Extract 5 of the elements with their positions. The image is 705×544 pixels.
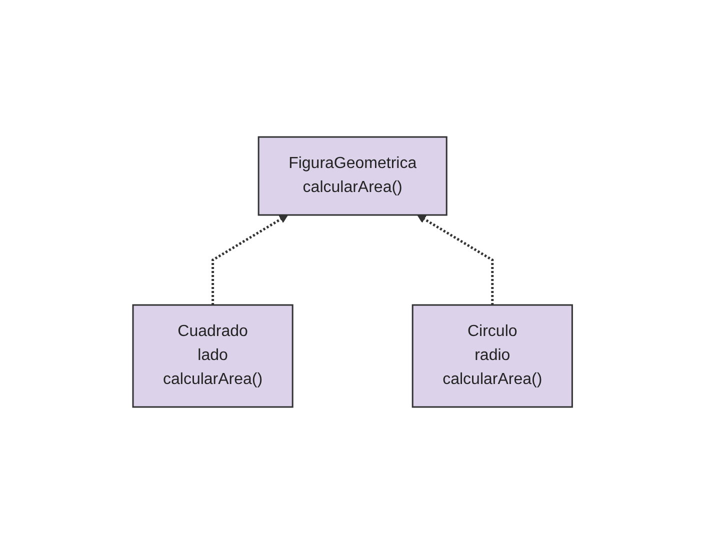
- node-box: FiguraGeometrica calcularArea(): [258, 136, 448, 216]
- arrow: [417, 214, 494, 305]
- node-box: Cuadrado lado calcularArea(): [132, 304, 294, 408]
- arrow: [211, 214, 288, 305]
- node-box: Circulo radio calcularArea(): [412, 304, 573, 408]
